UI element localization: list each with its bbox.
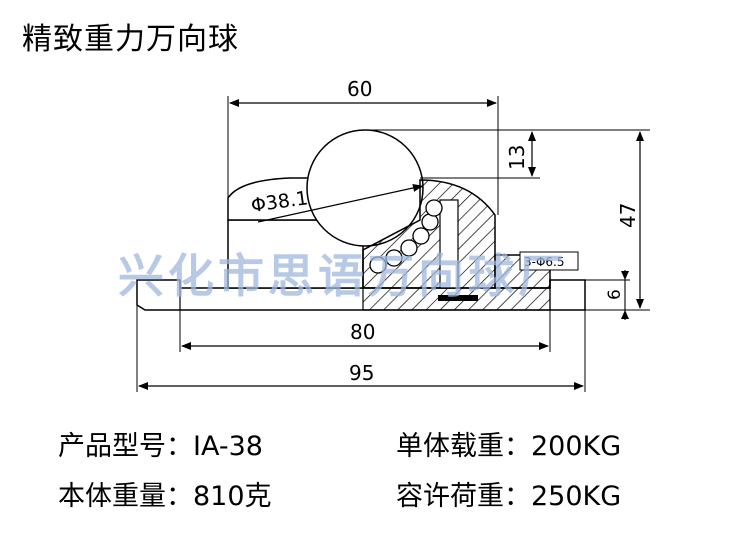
dim-6-label: 6	[605, 289, 625, 300]
weight-value: 810克	[193, 481, 272, 512]
max-load-label: 容许荷重：	[396, 481, 531, 512]
hole-spec-box	[519, 251, 579, 271]
load-label: 单体载重：	[396, 431, 531, 462]
hole-spec-label: 3-Φ6.5	[524, 255, 565, 269]
dim-80-label: 80	[350, 320, 375, 344]
model-value: IA-38	[193, 431, 263, 462]
spec-row-2: 本体重量：810克 容许荷重：250KG	[58, 474, 621, 513]
dim-95-label: 95	[349, 361, 374, 385]
page-title: 精致重力万向球	[22, 22, 239, 57]
watermark-text: 兴化市思语万向球厂	[118, 249, 568, 303]
spec-row-1: 产品型号：IA-38 单体载重：200KG	[58, 424, 621, 463]
small-balls	[369, 199, 443, 274]
dim-60-label: 60	[347, 77, 372, 101]
diameter-leader	[257, 184, 423, 223]
dim-47-label: 47	[616, 203, 640, 228]
max-load-group: 容许荷重：250KG	[396, 474, 621, 513]
weight-label: 本体重量：	[58, 481, 193, 512]
max-load-value: 250KG	[531, 481, 622, 512]
load-value: 200KG	[531, 431, 622, 462]
hole-bar	[438, 295, 478, 301]
technical-drawing: Φ38.1 60 13 47 6 3-Φ6.5 80 95	[136, 77, 650, 392]
load-group: 单体载重：200KG	[396, 424, 621, 463]
dim-13-label: 13	[505, 145, 529, 170]
model-label: 产品型号：	[58, 431, 193, 462]
